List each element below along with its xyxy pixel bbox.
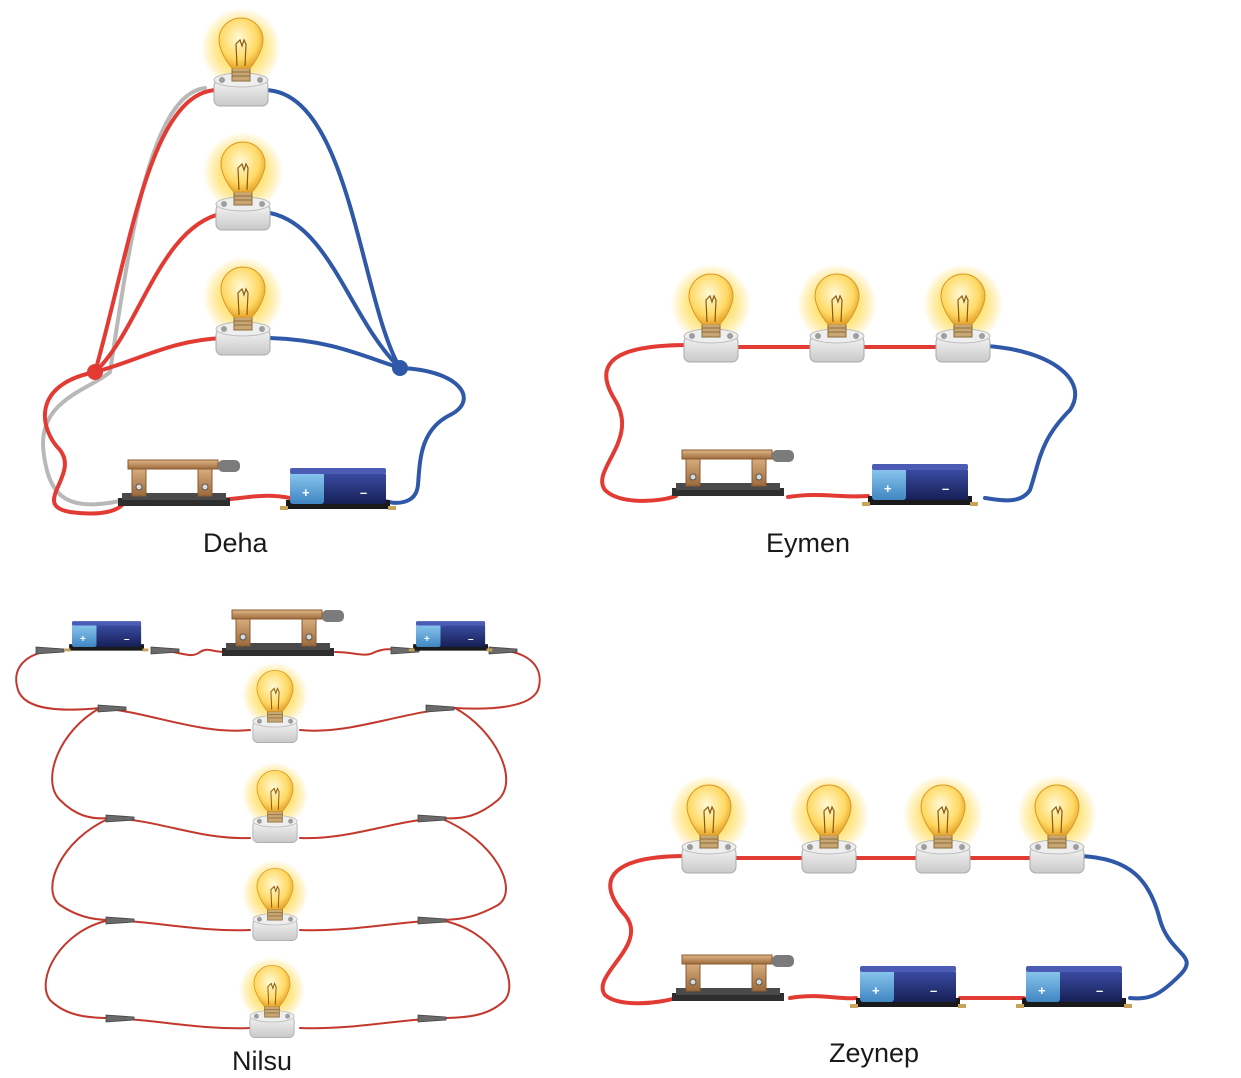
- nilsu-bulb-3: [241, 859, 309, 942]
- deha-battery: [280, 468, 396, 510]
- nilsu-switch: [221, 609, 345, 657]
- circuit-deha: + – Deha: [41, 7, 466, 558]
- nilsu-bulb-2: [241, 761, 309, 844]
- nilsu-bulb-4: [238, 956, 306, 1039]
- zeynep-battery-1-minus: –: [930, 983, 937, 998]
- nilsu-battery-1: [64, 621, 149, 652]
- eymen-battery: [862, 464, 978, 506]
- circuit-zeynep: + – + – Zeynep: [600, 774, 1189, 1068]
- nilsu-battery-1-plus: +: [80, 634, 86, 645]
- deha-label: Deha: [203, 528, 269, 558]
- eymen-switch: [671, 449, 795, 497]
- zeynep-battery-2-plus: +: [1038, 983, 1046, 998]
- nilsu-label: Nilsu: [232, 1046, 292, 1076]
- deha-battery-minus: –: [360, 485, 367, 500]
- circuit-eymen: + – Eymen: [600, 263, 1078, 558]
- circuit-nilsu: + – + – Nilsu: [15, 609, 541, 1076]
- zeynep-battery-1: [850, 966, 966, 1008]
- deha-junction-positive: [87, 364, 103, 380]
- zeynep-battery-1-plus: +: [872, 983, 880, 998]
- zeynep-battery-2: [1016, 966, 1132, 1008]
- nilsu-battery-1-minus: –: [124, 634, 130, 645]
- deha-battery-plus: +: [302, 485, 310, 500]
- eymen-label: Eymen: [766, 528, 850, 558]
- nilsu-battery-2-plus: +: [424, 634, 430, 645]
- zeynep-switch: [671, 954, 795, 1002]
- zeynep-battery-2-minus: –: [1096, 983, 1103, 998]
- nilsu-bulb-1: [241, 661, 309, 744]
- nilsu-battery-2: [408, 621, 493, 652]
- deha-junction-negative: [392, 360, 408, 376]
- zeynep-label: Zeynep: [829, 1038, 919, 1068]
- eymen-battery-minus: –: [942, 481, 949, 496]
- zeynep-wires: [600, 854, 1189, 1006]
- deha-switch: [117, 459, 241, 507]
- nilsu-battery-2-minus: –: [468, 634, 474, 645]
- eymen-battery-plus: +: [884, 481, 892, 496]
- eymen-wires: [600, 343, 1078, 503]
